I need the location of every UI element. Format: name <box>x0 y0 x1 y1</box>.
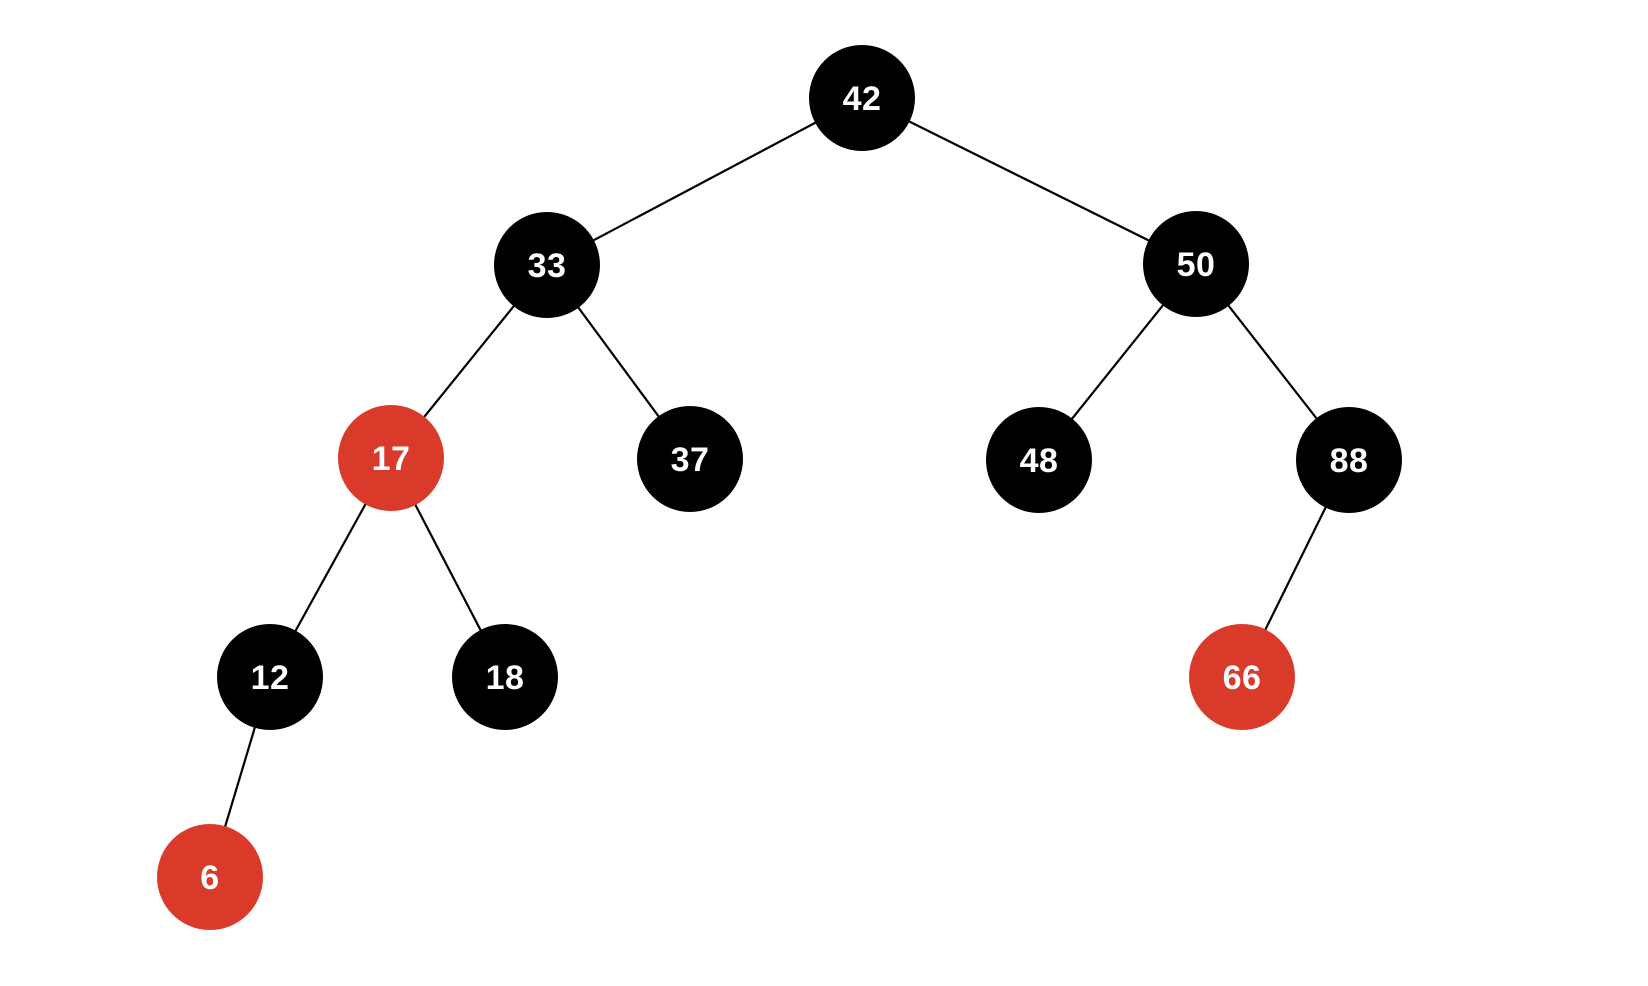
tree-node-6: 6 <box>157 824 263 930</box>
node-label-42: 42 <box>843 80 882 118</box>
node-label-18: 18 <box>486 659 525 697</box>
node-label-66: 66 <box>1223 659 1262 697</box>
node-circle-66 <box>1189 624 1295 730</box>
node-label-12: 12 <box>251 659 290 697</box>
node-circle-42 <box>809 45 915 151</box>
node-label-6: 6 <box>200 859 219 897</box>
node-label-37: 37 <box>671 441 710 479</box>
tree-node-33: 33 <box>494 212 600 318</box>
tree-node-66: 66 <box>1189 624 1295 730</box>
tree-node-88: 88 <box>1296 407 1402 513</box>
node-circle-33 <box>494 212 600 318</box>
node-circle-12 <box>217 624 323 730</box>
node-label-50: 50 <box>1177 246 1216 284</box>
node-circle-50 <box>1143 211 1249 317</box>
tree-node-18: 18 <box>452 624 558 730</box>
node-label-48: 48 <box>1020 442 1059 480</box>
edge-42-33 <box>546 97 863 266</box>
tree-node-37: 37 <box>637 406 743 512</box>
node-label-17: 17 <box>372 440 411 478</box>
node-circle-37 <box>637 406 743 512</box>
node-circle-88 <box>1296 407 1402 513</box>
node-label-88: 88 <box>1330 442 1369 480</box>
tree-node-17: 17 <box>338 405 444 511</box>
edge-42-50 <box>861 97 1197 265</box>
node-label-33: 33 <box>528 247 567 285</box>
node-circle-17 <box>338 405 444 511</box>
node-circle-6 <box>157 824 263 930</box>
tree-node-48: 48 <box>986 407 1092 513</box>
tree-node-42: 42 <box>809 45 915 151</box>
node-circle-48 <box>986 407 1092 513</box>
node-circle-18 <box>452 624 558 730</box>
tree-node-50: 50 <box>1143 211 1249 317</box>
tree-node-12: 12 <box>217 624 323 730</box>
